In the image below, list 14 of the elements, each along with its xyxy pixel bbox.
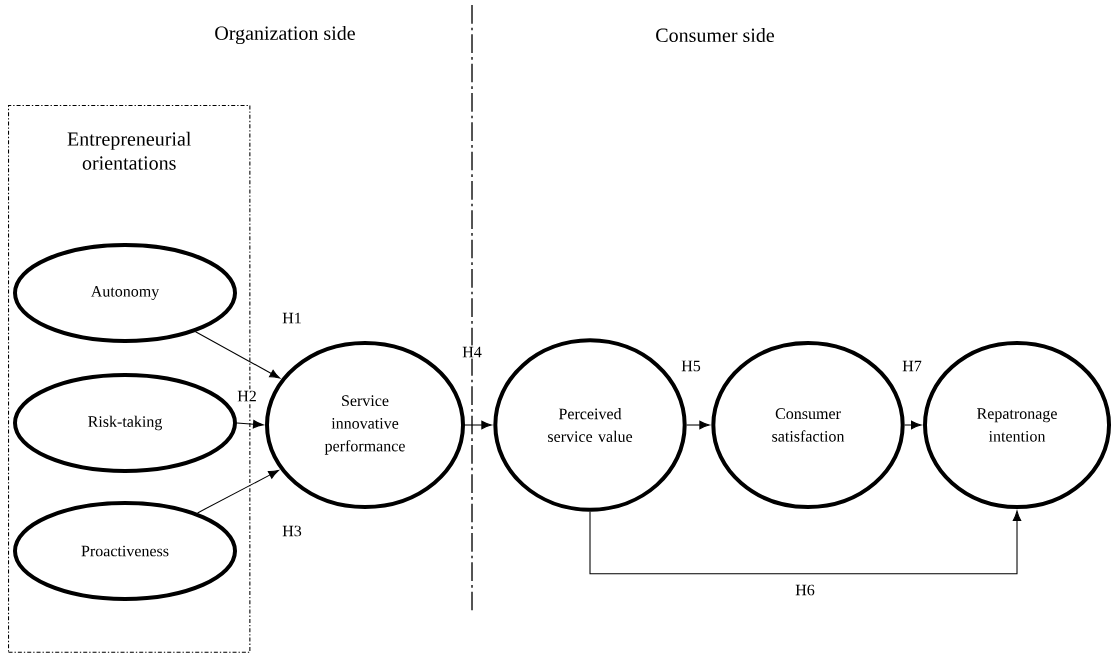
edge-label: H3 <box>280 524 304 538</box>
arrow <box>464 420 492 430</box>
edge-label: H2 <box>235 389 259 403</box>
edge-label: H6 <box>793 583 817 597</box>
arrow <box>904 420 922 430</box>
arrow <box>195 331 280 379</box>
side-heading: Consumer side <box>656 28 775 43</box>
arrow <box>236 419 264 429</box>
arrow <box>686 420 710 430</box>
arrow <box>197 469 279 514</box>
side-heading: Organization side <box>215 25 355 45</box>
arrow <box>589 510 1022 575</box>
edge-label: H4 <box>460 345 484 359</box>
edge-label: H1 <box>280 311 304 325</box>
